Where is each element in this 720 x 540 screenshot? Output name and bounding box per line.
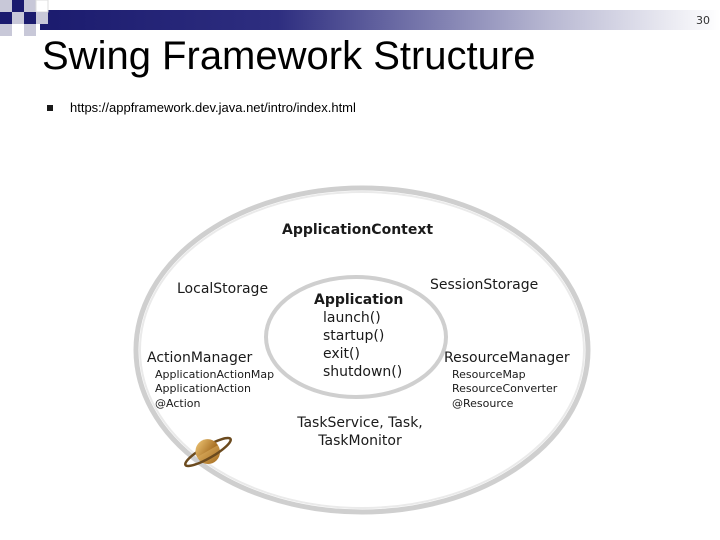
planet-icon (184, 436, 232, 468)
task-service-label-line2: TaskMonitor (318, 433, 402, 449)
action-manager-item: @Action (155, 397, 201, 410)
action-manager-item: ApplicationAction (155, 382, 251, 395)
application-context-label: ApplicationContext (282, 222, 434, 238)
action-manager-item: ApplicationActionMap (155, 368, 275, 381)
resource-manager-label: ResourceManager (444, 350, 570, 366)
application-ellipse (264, 275, 448, 399)
resource-manager-item: @Resource (452, 397, 514, 410)
page-title: Swing Framework Structure (42, 34, 536, 78)
application-label: Application (314, 292, 404, 308)
bullet-text: https://appframework.dev.java.net/intro/… (70, 100, 356, 115)
resource-manager-item: ResourceMap (452, 368, 526, 381)
header-decoration (0, 0, 720, 36)
action-manager-label: ActionManager (147, 350, 253, 366)
method-exit: exit() (323, 346, 360, 362)
task-service-label-line1: TaskService, Task, (297, 415, 423, 431)
method-startup: startup() (323, 328, 385, 344)
page-number: 30 (696, 14, 710, 27)
session-storage-label: SessionStorage (430, 277, 539, 293)
method-launch: launch() (323, 310, 381, 326)
resource-manager-item: ResourceConverter (452, 382, 558, 395)
method-shutdown: shutdown() (323, 364, 403, 380)
local-storage-label: LocalStorage (177, 281, 269, 297)
bullet-marker (47, 105, 53, 111)
